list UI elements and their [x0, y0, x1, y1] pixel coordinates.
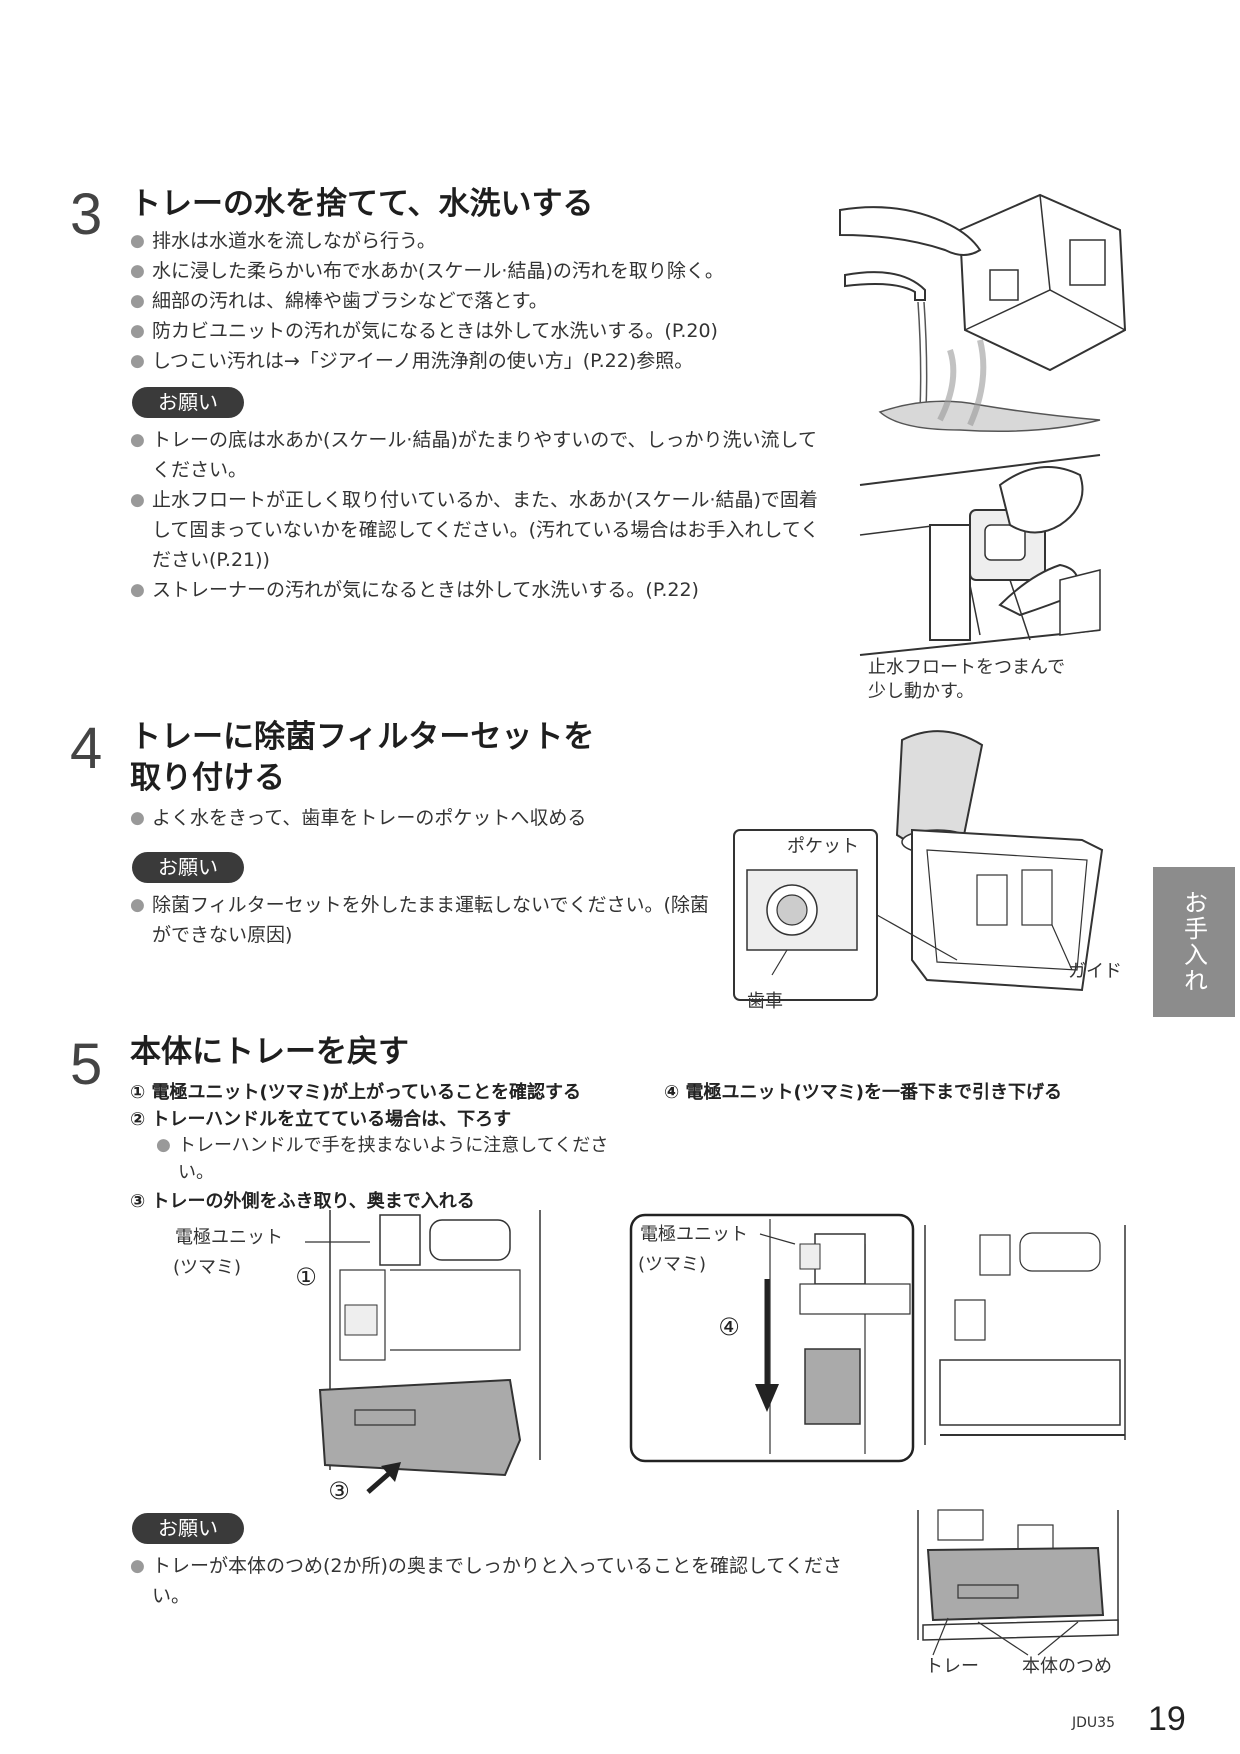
list-item: 除菌フィルターセットを外したまま運転しないでください。(除菌ができない原因): [130, 890, 720, 950]
list-item: よく水をきって、歯車をトレーのポケットへ収める: [130, 803, 730, 833]
push-arrow: [366, 1462, 401, 1494]
step-3-number: 3: [70, 182, 103, 247]
step-5-sub-4: ④ 電極ユニット(ツマミ)を一番下まで引き下げる: [664, 1082, 1062, 1103]
tray-washing-illustration: [839, 193, 1127, 432]
step-5-title: 本体にトレーを戻す: [130, 1034, 409, 1070]
list-item: トレーが本体のつめ(2か所)の奥までしっかりと入っていることを確認してください。: [130, 1551, 860, 1611]
step-3-notice-list: トレーの底は水あか(スケール·結晶)がたまりやすいので、しっかり洗い流してくださ…: [130, 425, 830, 605]
step-5-sub-2-note: トレーハンドルで手を挟まないように注意してください。: [156, 1132, 636, 1186]
list-item: トレーハンドルで手を挟まないように注意してください。: [156, 1132, 636, 1186]
main-body-illustration: [924, 1225, 1126, 1445]
step-3-bullets: 排水は水道水を流しながら行う。 水に浸した柔らかい布で水あか(スケール·結晶)の…: [130, 226, 830, 376]
marker-4: ④: [716, 1314, 742, 1340]
tray-label: トレー: [925, 1656, 979, 1677]
unit-label-left: 電極ユニット: [175, 1227, 283, 1248]
step-5-sub-3: ③ トレーの外側をふき取り、奥まで入れる: [130, 1191, 475, 1212]
pocket-label: ポケット: [787, 836, 859, 857]
marker-3: ③: [326, 1478, 352, 1504]
knob-label-left: (ツマミ): [173, 1257, 242, 1278]
knob-label-middle: (ツマミ): [638, 1254, 707, 1275]
float-adjust-illustration: [859, 454, 1101, 656]
step-4-bullets: よく水をきって、歯車をトレーのポケットへ収める: [130, 803, 730, 833]
step-3-title: トレーの水を捨てて、水洗いする: [130, 186, 594, 222]
list-item: 防カビユニットの汚れが気になるときは外して水洗いする。(P.20): [130, 316, 830, 346]
step-5-sub-2: ② トレーハンドルを立てている場合は、下ろす: [130, 1109, 512, 1130]
notice-badge: お願い: [132, 1513, 244, 1544]
list-item: 排水は水道水を流しながら行う。: [130, 226, 830, 256]
gear-label: 歯車: [747, 991, 783, 1012]
list-item: トレーの底は水あか(スケール·結晶)がたまりやすいので、しっかり洗い流してくださ…: [130, 425, 830, 485]
tray-seated-illustration: [917, 1509, 1119, 1656]
list-item: しつこい汚れは→「ジアイーノ用洗浄剤の使い方」(P.22)参照。: [130, 346, 830, 376]
notice-badge: お願い: [132, 852, 244, 883]
guide-label: ガイド: [1068, 961, 1122, 982]
step-4-notice-list: 除菌フィルターセットを外したまま運転しないでください。(除菌ができない原因): [130, 890, 720, 950]
step-5-sub-1: ① 電極ユニット(ツマミ)が上がっていることを確認する: [130, 1082, 582, 1103]
tray-insert-illustration: [318, 1210, 541, 1477]
step-5-notice-list: トレーが本体のつめ(2か所)の奥までしっかりと入っていることを確認してください。: [130, 1551, 860, 1611]
claw-label: 本体のつめ: [1022, 1656, 1112, 1677]
float-caption-line2: 少し動かす。: [868, 681, 975, 702]
step-4-title-line2: 取り付ける: [130, 760, 285, 796]
list-item: 水に浸した柔らかい布で水あか(スケール·結晶)の汚れを取り除く。: [130, 256, 830, 286]
step-4-number: 4: [70, 716, 103, 781]
unit-leader-line: [305, 1241, 370, 1243]
step-5-number: 5: [70, 1032, 103, 1097]
electrode-unit-inset: [629, 1213, 915, 1463]
list-item: ストレーナーの汚れが気になるときは外して水洗いする。(P.22): [130, 575, 830, 605]
model-code: JDU35: [1072, 1715, 1115, 1731]
marker-1: ①: [293, 1264, 319, 1290]
list-item: 止水フロートが正しく取り付いているか、また、水あか(スケール·結晶)で固着して固…: [130, 485, 830, 575]
float-caption-line1: 止水フロートをつまんで: [868, 657, 1066, 678]
notice-badge: お願い: [132, 387, 244, 418]
unit-label-middle: 電極ユニット: [640, 1224, 748, 1245]
page-number: 19: [1148, 1700, 1186, 1738]
filter-install-illustration: [733, 730, 1104, 1001]
step-4-title-line1: トレーに除菌フィルターセットを: [130, 719, 595, 755]
list-item: 細部の汚れは、綿棒や歯ブラシなどで落とす。: [130, 286, 830, 316]
section-tab-maintenance[interactable]: お手入れ: [1153, 867, 1235, 1017]
